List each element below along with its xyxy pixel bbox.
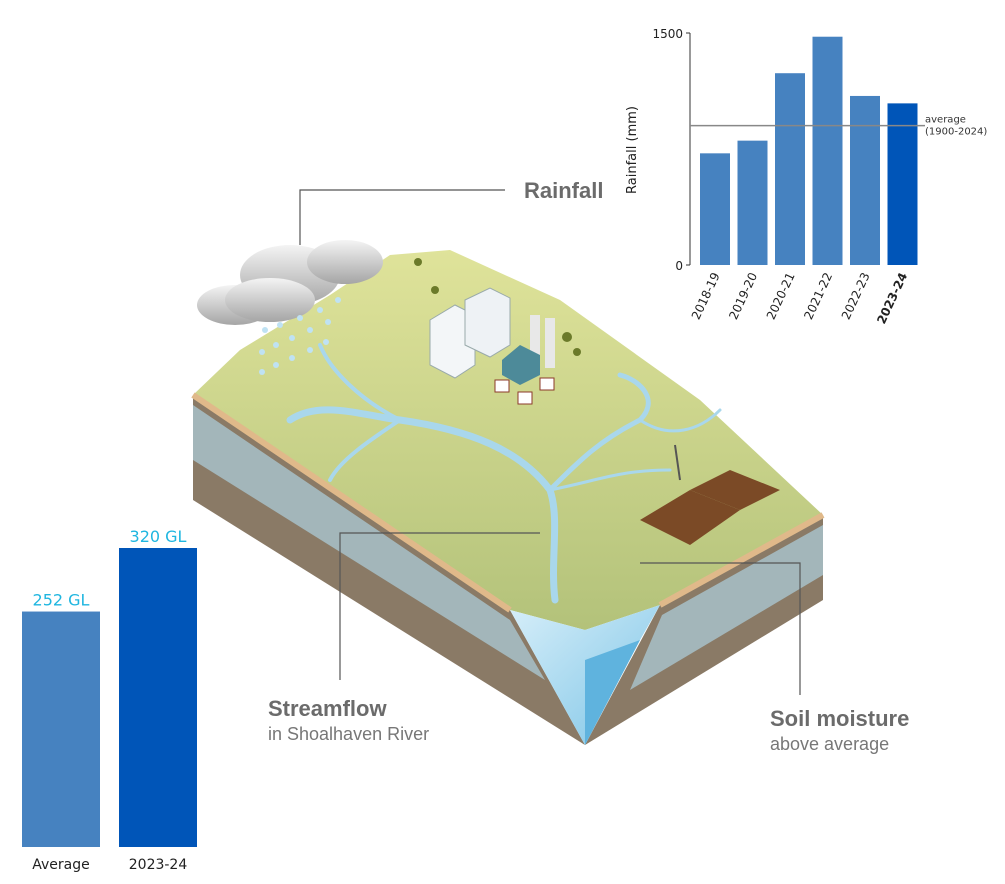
river-network	[286, 343, 722, 604]
rain-cloud-icon	[197, 240, 383, 375]
soil-moisture-label: Soil moisture	[770, 706, 909, 731]
bar-Average	[22, 611, 100, 847]
soil-moisture-callout: Soil moisture above average	[640, 562, 909, 754]
right-soil-aquifer	[630, 525, 823, 690]
average-period-label: (1900-2024)	[925, 127, 987, 138]
y-axis-label: Rainfall (mm)	[625, 106, 640, 194]
streamflow-callout: Streamflow in Shoalhaven River	[268, 532, 540, 744]
rainfall-callout: Rainfall	[299, 178, 603, 245]
average-label: average	[925, 115, 966, 126]
left-soil-aquifer	[193, 405, 545, 680]
streamflow-bar-chart: 252 GL Average 320 GL 2023-24	[22, 527, 197, 873]
x-tick-label: 2022-23	[839, 270, 873, 321]
bar-2023-24	[887, 103, 918, 265]
windmill-icon	[674, 444, 681, 481]
category-label: 2023-24	[129, 857, 188, 873]
city-buildings	[429, 287, 555, 405]
x-tick-label: 2020-21	[764, 270, 798, 321]
rainfall-label: Rainfall	[524, 178, 603, 203]
bar-2018-19	[700, 153, 730, 265]
bar-2020-21	[775, 73, 805, 265]
x-tick-label: 2021-22	[801, 270, 835, 321]
y-tick-max: 1500	[652, 27, 683, 41]
bar-2019-20	[737, 140, 768, 265]
bar-2022-23	[850, 95, 880, 265]
river-front-face	[585, 640, 640, 745]
farm-fields	[640, 444, 780, 545]
x-tick-label: 2019-20	[726, 270, 760, 321]
soil-moisture-sublabel: above average	[770, 734, 889, 754]
x-tick-label: 2023-24	[874, 270, 910, 326]
y-tick-min: 0	[675, 259, 683, 273]
land-surface	[193, 250, 823, 630]
streamflow-sublabel: in Shoalhaven River	[268, 724, 429, 744]
bar-2023-24	[119, 548, 197, 847]
landscape-illustration	[191, 250, 825, 745]
bar-2021-22	[812, 36, 843, 265]
category-label: Average	[32, 857, 90, 873]
x-tick-label: 2018-19	[689, 270, 723, 321]
value-label: 252 GL	[33, 591, 90, 610]
streamflow-label: Streamflow	[268, 696, 387, 721]
value-label: 320 GL	[130, 527, 187, 546]
trees	[414, 258, 581, 356]
